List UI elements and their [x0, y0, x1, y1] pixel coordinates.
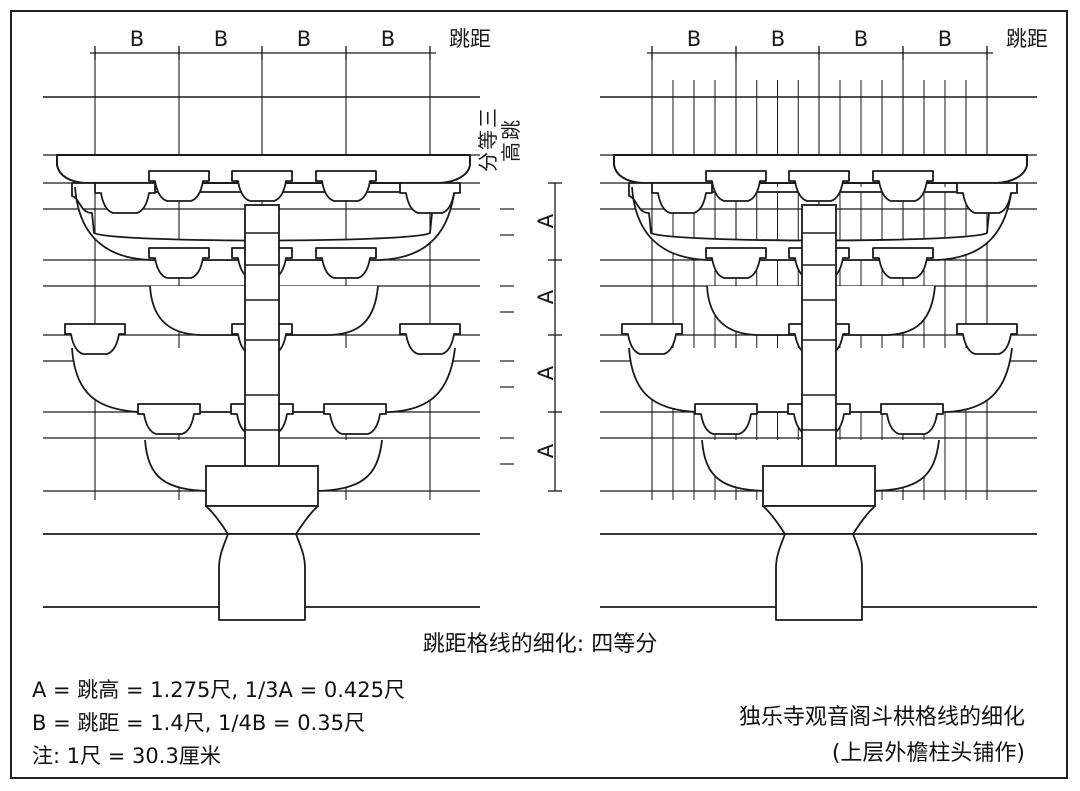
diagram-title: 独乐寺观音阁斗栱格线的细化 — [738, 705, 1025, 730]
column-capital — [205, 505, 319, 535]
bearing-block — [788, 170, 850, 202]
thirds-term-char: 分 — [476, 152, 500, 172]
spacing-term-label: 跳距 — [449, 27, 491, 51]
rise-label-a: A — [534, 289, 558, 304]
spacing-label-b: B — [130, 27, 144, 51]
spacing-label-b: B — [687, 27, 701, 51]
bearing-block — [880, 403, 944, 435]
note-b: B = 跳距 = 1.4尺, 1/4B = 0.35尺 — [32, 711, 365, 735]
bearing-block — [64, 323, 126, 355]
spacing-label-b: B — [297, 27, 311, 51]
bearing-block — [651, 182, 713, 214]
spacing-label-b: B — [854, 27, 868, 51]
bearing-block — [872, 170, 934, 202]
base-block — [205, 465, 319, 507]
rise-term-char: 高 — [499, 142, 523, 162]
spacing-term-label: 跳距 — [1006, 27, 1048, 51]
caption: 跳距格线的细化: 四等分 — [422, 632, 658, 657]
bearing-block — [148, 247, 210, 279]
bearing-block — [231, 170, 293, 202]
central-mast — [801, 204, 837, 491]
spacing-label-b: B — [214, 27, 228, 51]
thirds-term-char: 等 — [476, 130, 500, 150]
spacing-label-b: B — [381, 27, 395, 51]
spacing-label-b: B — [938, 27, 952, 51]
bearing-block — [315, 170, 377, 202]
diagram-frame — [10, 10, 1068, 779]
bearing-block — [956, 182, 1018, 214]
rise-label-a: A — [534, 443, 558, 458]
column — [775, 533, 863, 621]
bearing-block — [956, 323, 1018, 355]
left-bracket-drawing — [43, 46, 480, 621]
rise-label-a: A — [534, 213, 558, 228]
bearing-block — [694, 403, 758, 435]
rise-term-char: 跳 — [499, 120, 523, 140]
bearing-block — [323, 403, 387, 435]
right-bracket-drawing — [600, 46, 1037, 621]
spacing-label-b: B — [771, 27, 785, 51]
bearing-block — [315, 247, 377, 279]
column — [218, 533, 306, 621]
bearing-block — [705, 170, 767, 202]
base-block — [762, 465, 876, 507]
bearing-block — [148, 170, 210, 202]
rise-label-a: A — [534, 365, 558, 380]
bearing-block — [399, 323, 461, 355]
central-mast — [244, 204, 280, 491]
note-a: A = 跳高 = 1.275尺, 1/3A = 0.425尺 — [32, 678, 405, 702]
bearing-block — [399, 182, 461, 214]
bearing-block — [137, 403, 201, 435]
note-c: 注: 1尺 = 30.3厘米 — [32, 744, 221, 768]
bearing-block — [94, 182, 156, 214]
bearing-block — [872, 247, 934, 279]
thirds-term-char: 三 — [476, 108, 500, 128]
bearing-block — [621, 323, 683, 355]
column-capital — [762, 505, 876, 535]
diagram-subtitle: (上层外檐柱头铺作) — [831, 741, 1025, 766]
bearing-block — [705, 247, 767, 279]
